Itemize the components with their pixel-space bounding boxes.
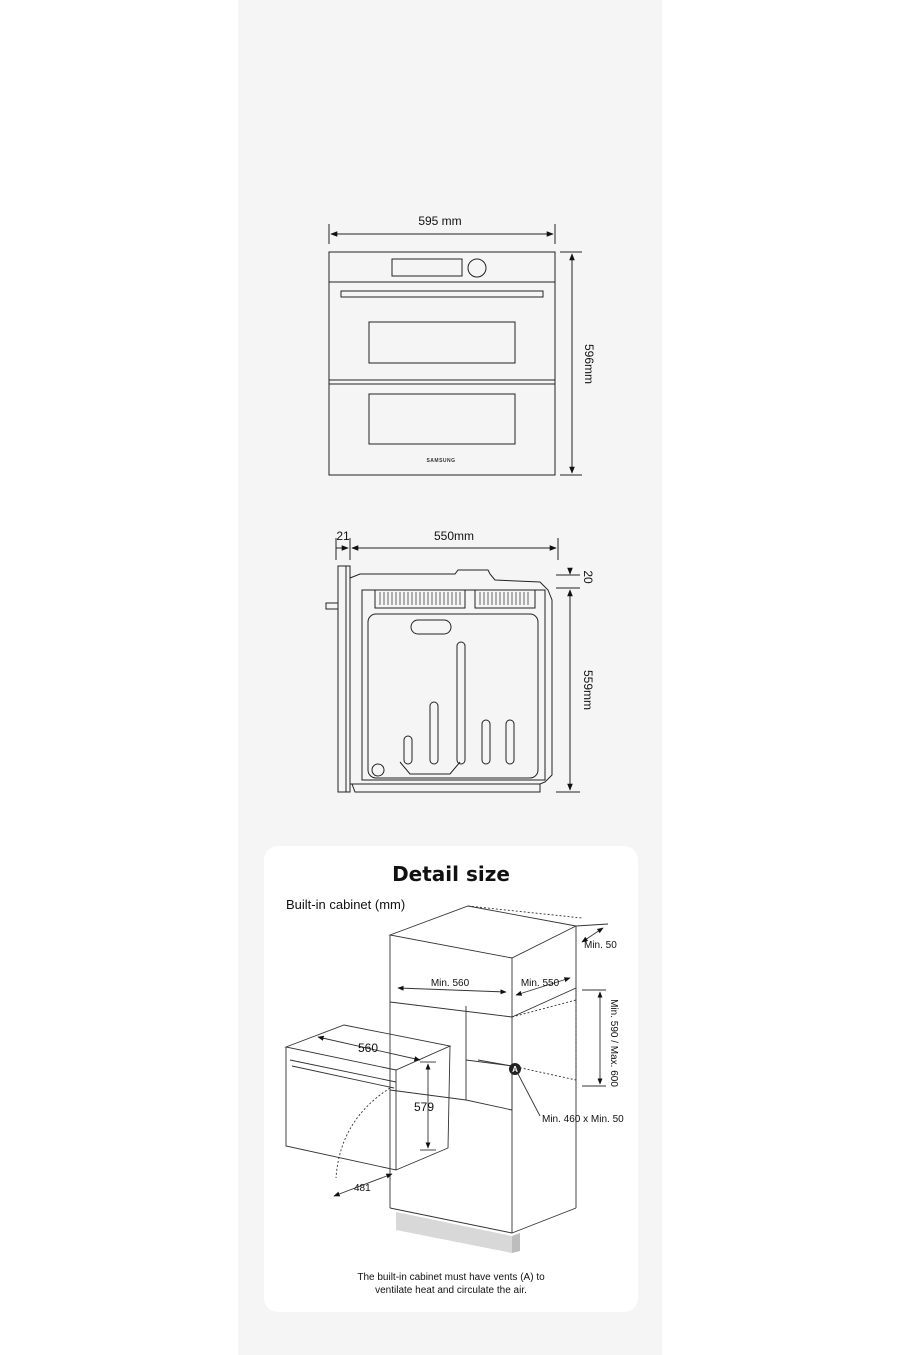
label-min-50-top: Min. 50: [584, 940, 617, 951]
top-offset-label: 20: [581, 570, 595, 584]
detail-title: Detail size: [392, 862, 510, 886]
cabinet-plinth: [396, 1212, 512, 1253]
oven-front-body: [328, 251, 556, 476]
vent-note-line-1: The built-in cabinet must have vents (A)…: [357, 1272, 545, 1283]
label-min-560: Min. 560: [431, 978, 470, 989]
cabinet-drawing: [388, 905, 609, 1234]
upper-door-handle: [340, 290, 544, 298]
label-min-550: Min. 550: [521, 978, 560, 989]
front-height-label: 596mm: [582, 344, 596, 384]
oven-cavity: [367, 613, 539, 779]
control-display: [391, 258, 463, 277]
upper-window: [368, 321, 516, 364]
oven-detail-drawing: [284, 1024, 452, 1197]
brand-logo-text: SAMSUNG: [426, 458, 455, 464]
label-oven-depth: 481: [354, 1183, 371, 1194]
label-oven-height: 579: [414, 1100, 434, 1114]
detail-subtitle: Built-in cabinet (mm): [286, 897, 405, 912]
label-oven-width: 560: [358, 1041, 378, 1055]
front-view: [328, 224, 582, 476]
detail-card: [264, 846, 638, 1312]
side-view: [325, 538, 580, 793]
side-view-vent-stripes: [379, 592, 529, 605]
side-handle: [325, 602, 339, 610]
door-depth-label: 21: [336, 529, 350, 543]
label-min-460-min-50: Min. 460 x Min. 50: [542, 1114, 624, 1125]
lower-window: [368, 393, 516, 445]
control-knob: [467, 258, 487, 278]
door-side-panel: [337, 565, 347, 793]
vent-marker-letter: A: [512, 1065, 518, 1074]
body-depth-label: 550mm: [434, 529, 474, 543]
vent-marker: [509, 1063, 521, 1075]
side-height-label: 559mm: [581, 670, 595, 710]
vent-note-line-2: ventilate heat and circulate the air.: [375, 1285, 527, 1296]
front-width-label: 595 mm: [418, 214, 461, 228]
oven-side-body: [349, 569, 553, 785]
label-min-590-max-600: Min. 590 / Max. 600: [608, 999, 619, 1087]
rear-vent: [410, 619, 452, 635]
